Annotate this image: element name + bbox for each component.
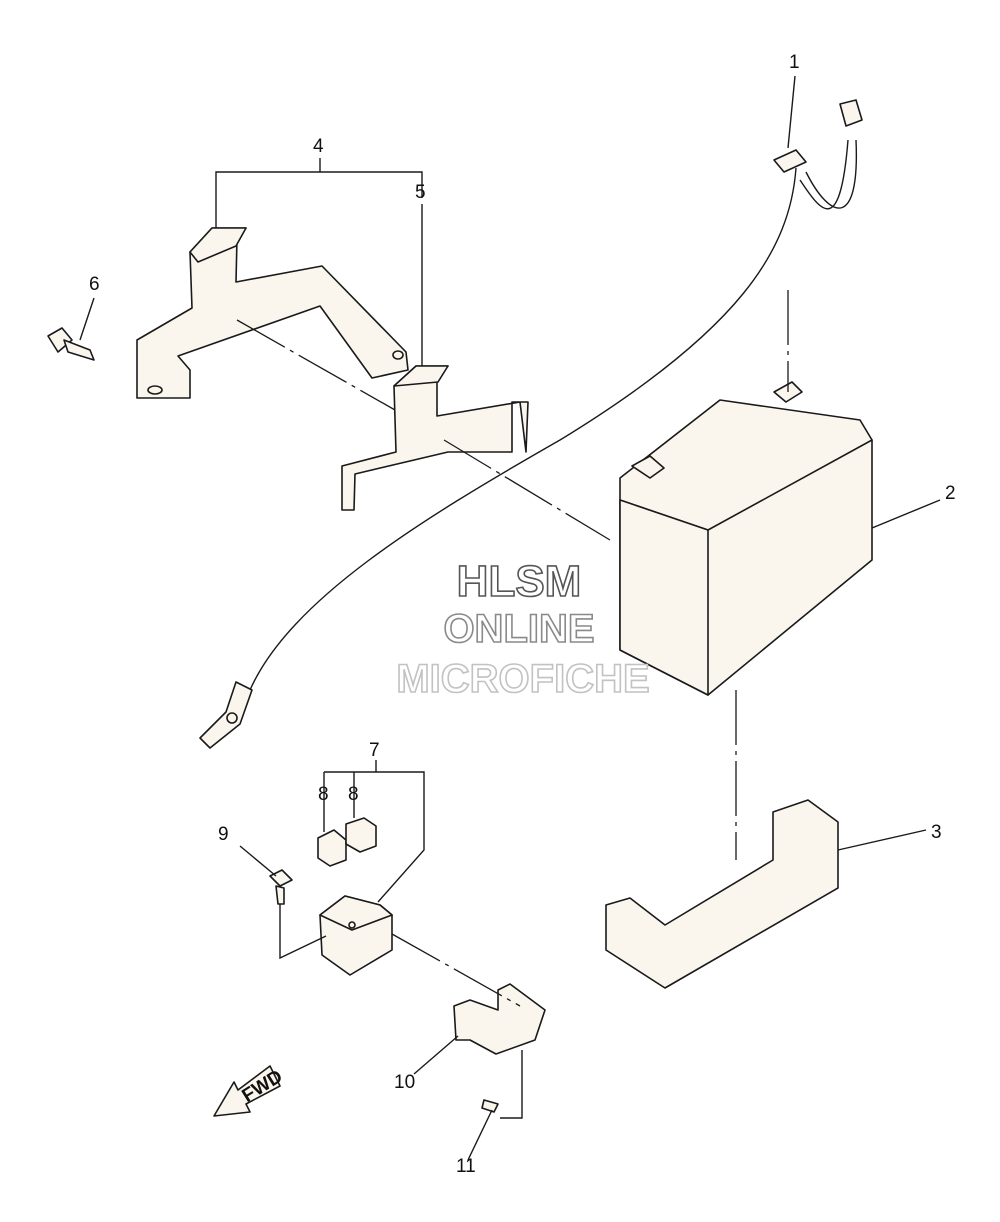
flange-bolt[interactable]: [47, 327, 95, 361]
callout-1: 1: [789, 52, 800, 73]
battery-bracket[interactable]: [341, 365, 529, 511]
callout-2: 2: [945, 483, 956, 504]
callout-8b: 8: [348, 784, 359, 805]
battery-lead[interactable]: [199, 99, 863, 749]
battery[interactable]: [619, 381, 873, 696]
callout-6: 6: [89, 274, 100, 295]
battery-band[interactable]: [136, 227, 409, 399]
callout-5: 5: [415, 182, 426, 203]
leader-lines: [79, 75, 941, 1161]
callout-9: 9: [218, 824, 229, 845]
callout-numbers: 1 2 3 4 5 6 7 8 8 9 10 11: [89, 52, 956, 1177]
relay-bracket[interactable]: [453, 983, 546, 1055]
fuse-left[interactable]: [317, 829, 347, 867]
callout-10: 10: [394, 1072, 415, 1093]
callout-4: 4: [313, 136, 324, 157]
watermark-line-2: ONLINE: [443, 607, 594, 651]
callout-3: 3: [931, 822, 942, 843]
watermark: HLSM ONLINE MICROFICHE: [396, 556, 651, 702]
watermark-line-1: HLSM: [457, 557, 582, 606]
rivet[interactable]: [481, 1099, 499, 1113]
starter-relay[interactable]: [319, 895, 393, 976]
callout-7: 7: [369, 740, 380, 761]
relay-bolt[interactable]: [269, 869, 293, 905]
alignment-lines: [236, 290, 789, 1007]
watermark-line-3: MICROFICHE: [396, 657, 649, 701]
fuse-right[interactable]: [345, 817, 377, 853]
fwd-arrow-icon: FWD: [213, 1065, 286, 1117]
callout-8a: 8: [318, 784, 329, 805]
callout-11: 11: [456, 1156, 476, 1177]
battery-cover[interactable]: [605, 799, 839, 989]
